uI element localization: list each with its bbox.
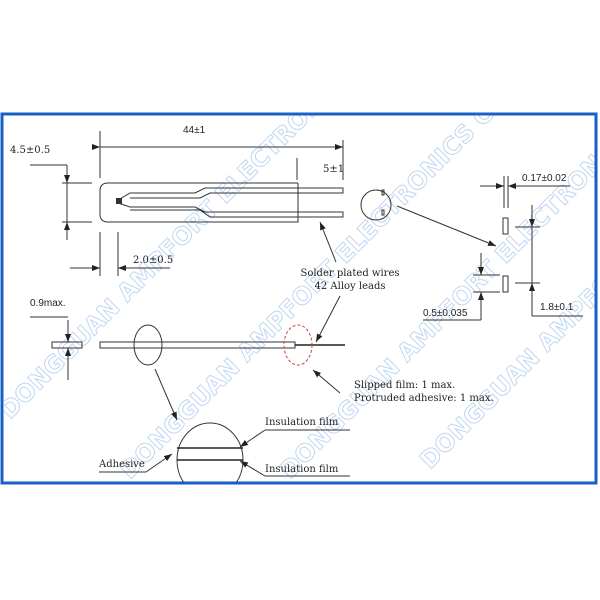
- frame-border: [0, 112, 598, 485]
- note-slipped: Slipped film: 1 max.: [354, 380, 455, 391]
- label-insulation-top: Insulation film: [265, 417, 339, 428]
- note-protruded: Protruded adhesive: 1 max.: [354, 393, 494, 404]
- note-leads-2: 42 Alloy leads: [315, 281, 386, 292]
- dim-lead-thickness: 0.17±0.02: [522, 173, 567, 184]
- note-leads-1: Solder plated wires: [300, 268, 399, 279]
- dim-thickness: 0.9max.: [30, 298, 66, 309]
- dim-lead-pitch: 1.8±0.1: [540, 302, 574, 313]
- dim-lead-width: 0.5±0.035: [423, 308, 468, 319]
- cross-section-circle: [360, 189, 392, 221]
- dim-tip: 2.0±0.5: [133, 255, 173, 266]
- dim-lead-length: 5±1: [323, 164, 344, 175]
- label-adhesive: Adhesive: [98, 459, 145, 470]
- sensor-top-view: [99, 182, 344, 223]
- dim-width: 4.5±0.5: [10, 145, 50, 156]
- watermark: DONGGUAN AMPFORT ELECTRONICS CO., LTD. D…: [4, 115, 595, 482]
- label-insulation-bottom: Insulation film: [265, 464, 339, 475]
- sensor-side-view: [51, 324, 345, 366]
- detail-circle: [176, 422, 244, 482]
- dim-length: 44±1: [183, 125, 206, 136]
